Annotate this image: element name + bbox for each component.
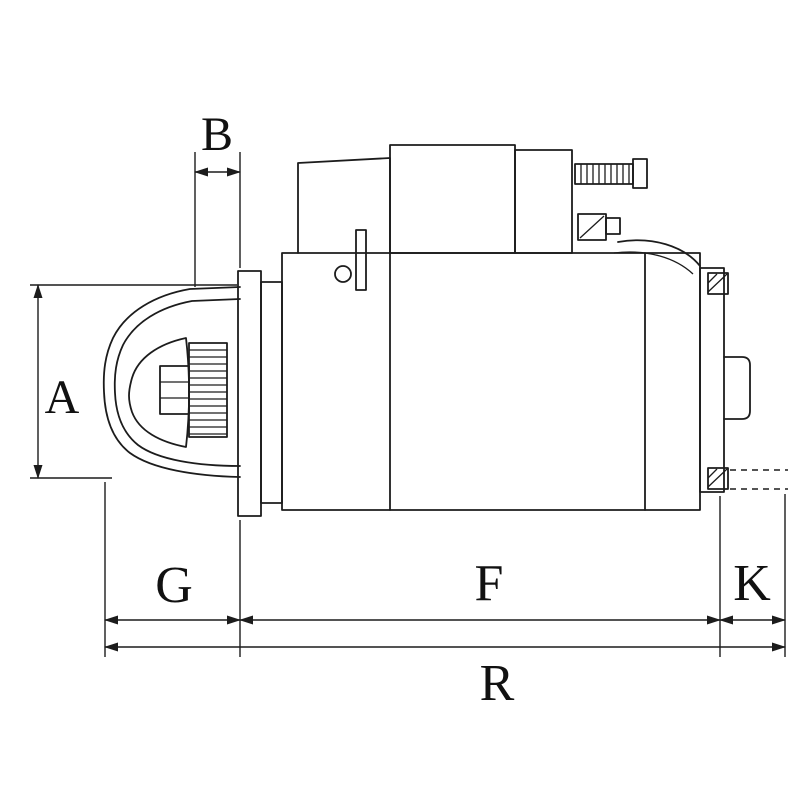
solenoid [389, 144, 701, 275]
cable-lug [617, 239, 701, 267]
rear-boss [723, 356, 751, 420]
label-a: A [45, 371, 80, 424]
label-g: G [155, 557, 193, 614]
rear-bearing-plate [699, 267, 788, 493]
mounting-flange [237, 270, 283, 517]
dimension-f: F [239, 555, 721, 625]
dimension-b: B [194, 108, 241, 287]
through-bolt-bottom [707, 467, 729, 490]
terminal-nut [632, 158, 648, 189]
dimension-g: G [104, 557, 241, 625]
body-hole [334, 265, 352, 283]
motor-body [281, 157, 701, 511]
bottom-extension-lines [104, 482, 786, 657]
dimension-a: A [30, 284, 237, 479]
pinion-gear [159, 342, 228, 438]
label-b: B [201, 108, 233, 161]
terminal-stud [574, 163, 634, 185]
through-bolt-top [707, 272, 729, 295]
label-r: R [480, 655, 515, 712]
body-slot [355, 229, 367, 291]
dimension-k: K [719, 555, 786, 625]
label-f: F [475, 555, 504, 612]
hidden-bolt-lines [730, 469, 788, 490]
label-k: K [733, 555, 771, 612]
dimension-r: R [104, 642, 786, 712]
motor-outline [102, 144, 788, 517]
